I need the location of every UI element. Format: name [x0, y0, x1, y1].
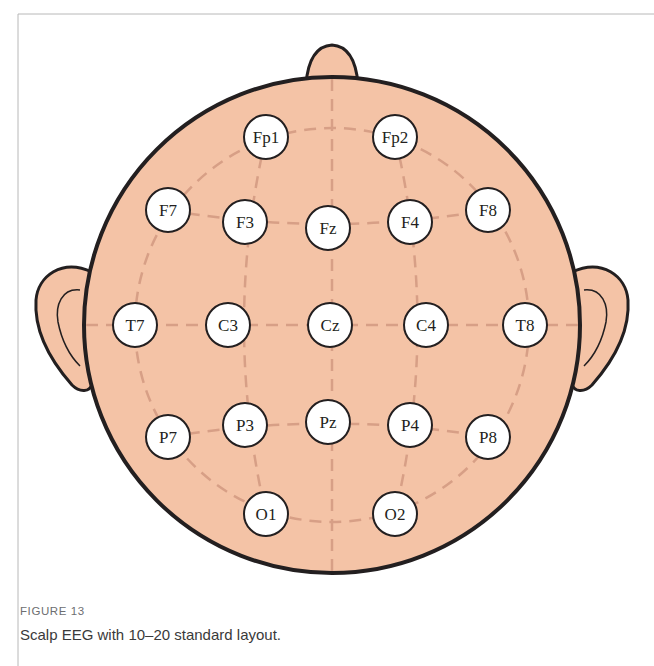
- electrode: Fp2: [372, 114, 418, 160]
- electrode: Pz: [305, 399, 351, 445]
- electrode-label: C3: [218, 317, 238, 334]
- electrode: P3: [222, 402, 268, 448]
- electrode: O2: [372, 491, 418, 537]
- electrode-label: P8: [479, 429, 497, 446]
- frame-line: [18, 14, 19, 666]
- electrode-label: T8: [516, 317, 535, 334]
- head-outline: [84, 77, 580, 573]
- electrode: T8: [502, 302, 548, 348]
- electrode: Fz: [305, 205, 351, 251]
- ear-detail: [57, 290, 80, 366]
- electrode: Fp1: [243, 114, 289, 160]
- ear-detail: [584, 290, 607, 366]
- electrode: F4: [387, 199, 433, 245]
- electrode-label: Fz: [320, 220, 337, 237]
- electrode: P4: [387, 402, 433, 448]
- electrode-label: P3: [236, 417, 254, 434]
- electrode-label: Cz: [321, 317, 340, 334]
- frame-line: [18, 14, 654, 15]
- electrode: Cz: [307, 302, 353, 348]
- electrode: F7: [145, 187, 191, 233]
- figure-caption: Scalp EEG with 10–20 standard layout.: [20, 626, 281, 643]
- electrode-label: T7: [126, 317, 145, 334]
- electrode: O1: [243, 491, 289, 537]
- electrode-label: Fp1: [253, 129, 279, 146]
- electrode: T7: [112, 302, 158, 348]
- guide-lines: [86, 79, 578, 571]
- electrode: C3: [205, 302, 251, 348]
- electrode: P7: [145, 414, 191, 460]
- electrode-label: Fp2: [382, 129, 408, 146]
- electrode: C4: [403, 302, 449, 348]
- electrode-label: O2: [385, 506, 406, 523]
- electrode-label: C4: [416, 317, 436, 334]
- electrode-label: P7: [159, 429, 177, 446]
- electrode-label: F3: [236, 214, 254, 231]
- electrode-label: P4: [401, 417, 419, 434]
- electrode-label: F4: [401, 214, 419, 231]
- electrode-label: F8: [479, 202, 497, 219]
- figure-number: FIGURE 13: [20, 605, 85, 617]
- electrode-label: O1: [256, 506, 277, 523]
- electrode: F8: [465, 187, 511, 233]
- electrode-label: F7: [159, 202, 177, 219]
- electrode: F3: [222, 199, 268, 245]
- electrode: P8: [465, 414, 511, 460]
- electrode-label: Pz: [320, 414, 337, 431]
